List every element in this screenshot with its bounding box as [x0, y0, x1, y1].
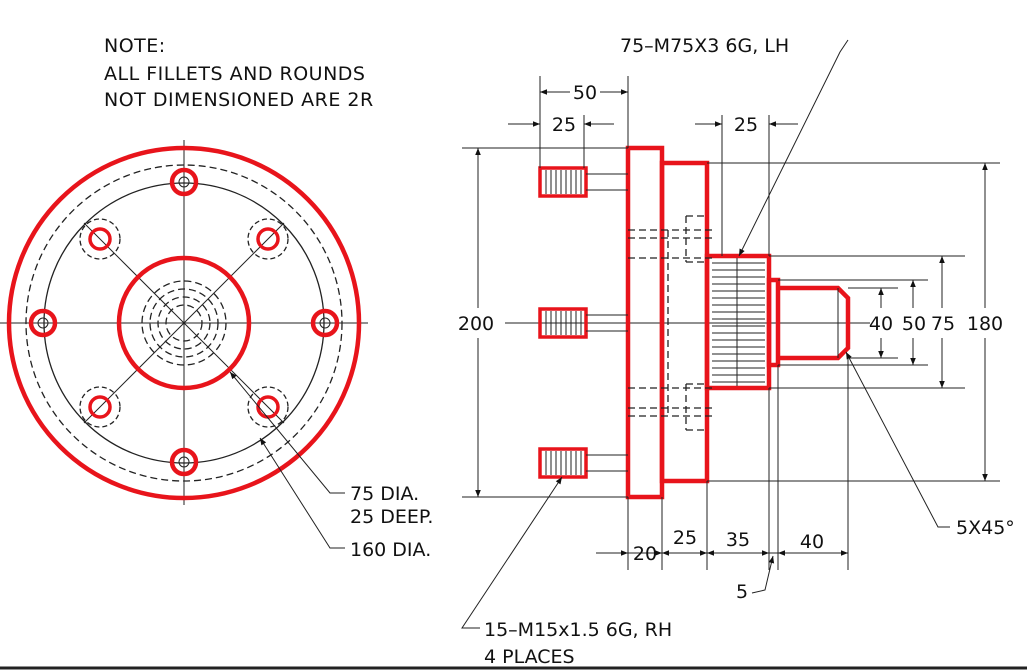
flange-outer-circle — [6, 145, 362, 501]
stud-callout-leader — [461, 476, 563, 629]
hidden-bore-circle-2 — [149, 288, 219, 358]
bore-leader — [229, 371, 345, 494]
dim-25-stud-label: 25 — [552, 114, 576, 136]
chamfer-label: 5X45° — [956, 517, 1015, 539]
stud-middle — [538, 307, 628, 339]
stud-hole-left — [28, 308, 58, 338]
dim-40-shaft-label: 40 — [869, 313, 893, 335]
dim-50-label: 50 — [573, 82, 597, 104]
side-view: 50 25 25 200 180 75 50 — [458, 35, 1015, 668]
dim-20-label: 20 — [633, 543, 657, 565]
dim-25-bottom-label: 25 — [673, 527, 697, 549]
thread-callout-label: 75–M75X3 6G, LH — [620, 35, 789, 57]
bolt-circle-label: 160 DIA. — [350, 539, 431, 561]
boss-circle — [116, 255, 252, 391]
stud-hole-right — [310, 308, 340, 338]
dim-75-label: 75 — [931, 313, 955, 335]
hidden-lines — [628, 215, 712, 431]
dim-50-shaft-label: 50 — [902, 313, 926, 335]
hidden-bore-circle-1 — [141, 280, 227, 366]
hub-circle — [43, 182, 325, 464]
hidden-hole-top-right — [247, 218, 289, 260]
hidden-circle-outer — [25, 164, 343, 482]
hidden-hole-bottom-left — [79, 386, 121, 428]
hidden-bore-circle-3 — [157, 296, 211, 350]
diagonal-centerline-b — [83, 222, 285, 424]
stud-top — [538, 166, 628, 198]
boss-thread-lines — [712, 258, 765, 386]
stud-callout-label: 15–M15x1.5 6G, RH — [484, 619, 672, 641]
bolt-circle-leader — [259, 437, 345, 549]
dim-180-label: 180 — [967, 313, 1003, 335]
dim-5-label: 5 — [736, 581, 748, 603]
note-line-1: ALL FILLETS AND ROUNDS — [104, 63, 365, 85]
general-note: NOTE: ALL FILLETS AND ROUNDS NOT DIMENSI… — [104, 35, 374, 111]
thread-callout-leader — [738, 39, 849, 257]
hidden-hole-bottom-right — [247, 386, 289, 428]
note-line-2: NOT DIMENSIONED ARE 2R — [104, 89, 374, 111]
dim-5-leader — [751, 555, 775, 594]
relief-groove — [766, 277, 781, 368]
stud-bottom — [538, 447, 628, 479]
stud-hole-top — [169, 167, 199, 197]
hidden-hole-top-left — [79, 218, 121, 260]
bore-dia-label: 75 DIA. — [350, 483, 419, 505]
stud-hole-bottom — [169, 447, 199, 477]
dim-200-label: 200 — [458, 313, 494, 335]
front-view: 75 DIA. 25 DEEP. 160 DIA. — [0, 140, 433, 561]
dim-25-thread-label: 25 — [734, 114, 758, 136]
hidden-bore-circle-4 — [165, 304, 203, 342]
note-title: NOTE: — [104, 35, 166, 57]
dim-40-bottom-label: 40 — [800, 531, 824, 553]
shaft — [778, 285, 851, 361]
bore-depth-label: 25 DEEP. — [350, 506, 433, 528]
hub-body — [659, 160, 710, 484]
dim-35-label: 35 — [726, 529, 750, 551]
stud-places-label: 4 PLACES — [484, 646, 575, 668]
chamfer-leader — [845, 351, 950, 528]
